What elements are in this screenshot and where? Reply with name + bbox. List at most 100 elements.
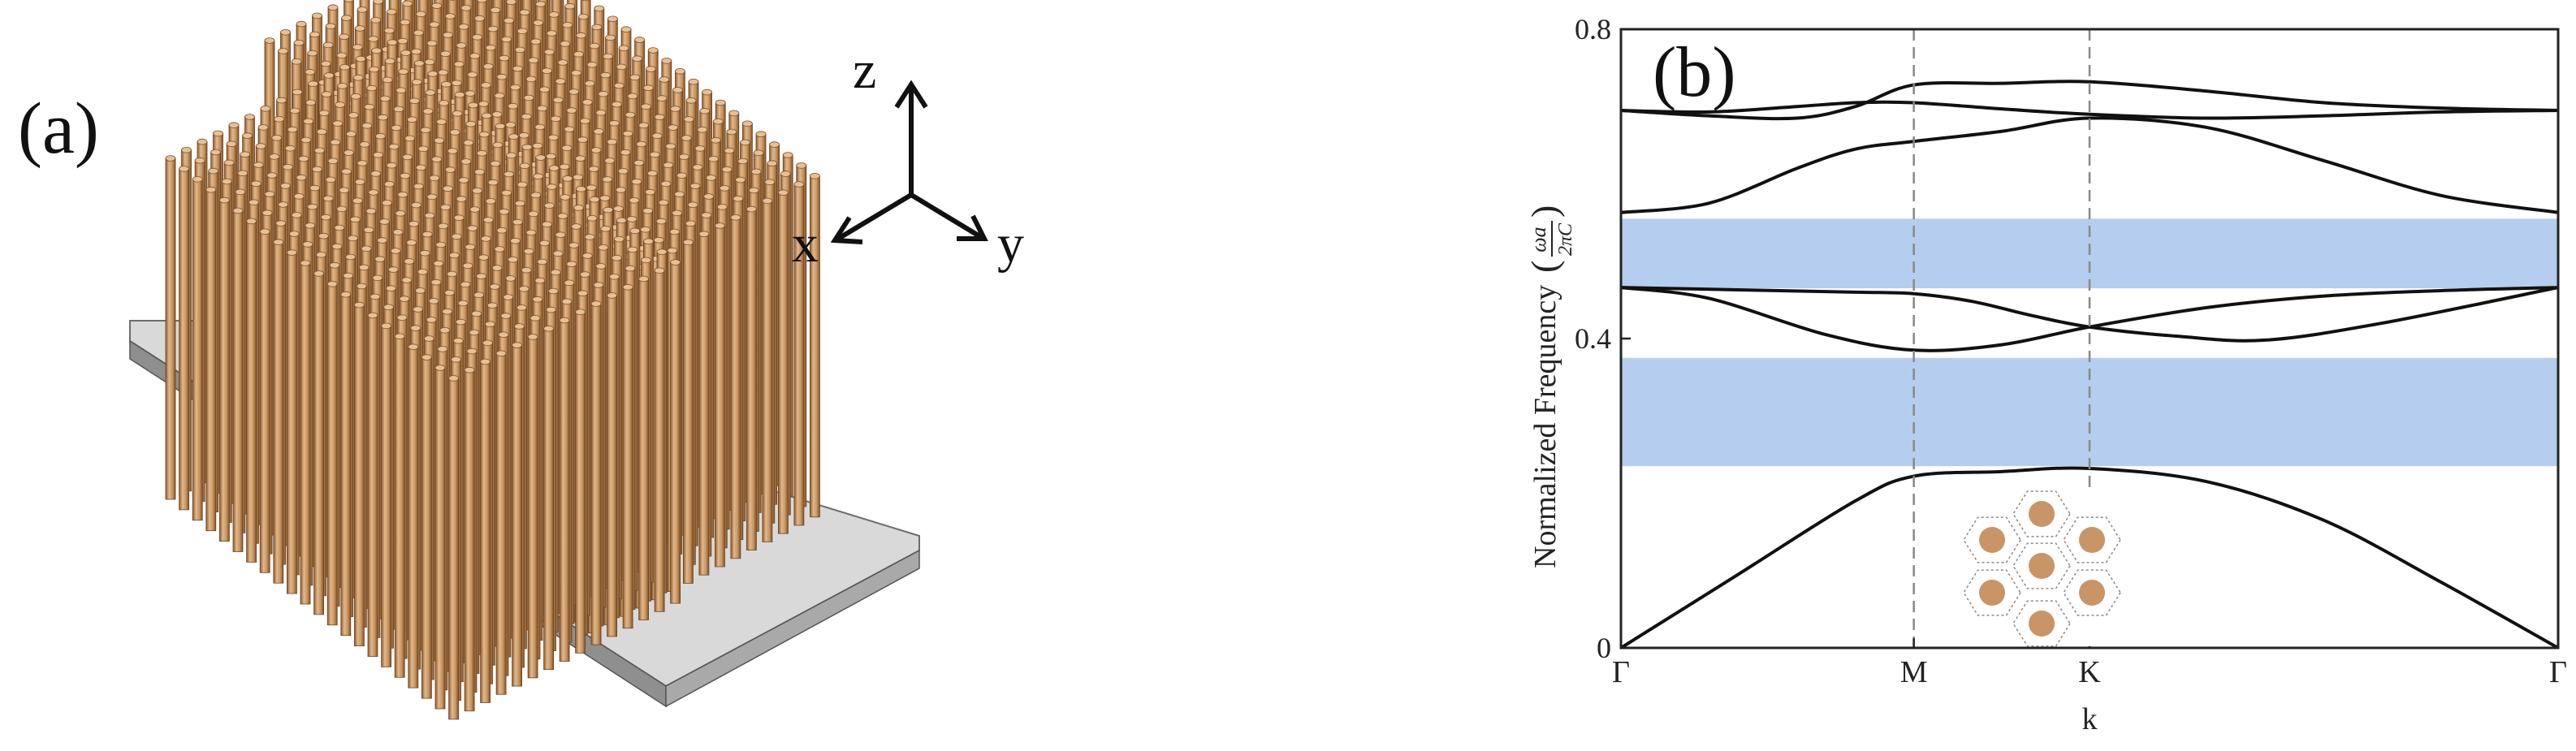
pillar-top [244, 114, 255, 120]
pillar-top [612, 254, 622, 261]
pillar-top [534, 123, 546, 131]
pillar-top [354, 25, 365, 32]
pillar-top [613, 82, 625, 89]
pillar-top [417, 268, 428, 275]
pillar-top [552, 250, 564, 257]
pillar-top [495, 350, 507, 357]
pillar-top [533, 173, 544, 180]
pillar-top [444, 289, 455, 296]
pillar-top [793, 181, 805, 188]
pillar-top [400, 172, 411, 179]
pillar-top [300, 136, 312, 144]
pillar [495, 352, 507, 695]
pillar-top [663, 162, 674, 169]
pillar-top [735, 176, 746, 183]
pillar-top [519, 162, 530, 170]
pillar-top [512, 342, 522, 348]
pillar-top [453, 61, 465, 67]
pillar-top [510, 237, 521, 244]
pillar-top [485, 44, 496, 51]
y-axis-label-prefix: Normalized Frequency [1528, 285, 1562, 568]
pillar-top [609, 273, 620, 280]
pillar-top [622, 283, 633, 291]
pillar-top [460, 281, 471, 288]
pillar-top [413, 29, 424, 37]
pillar [762, 200, 773, 542]
pillar-top [764, 179, 776, 186]
pillar-top [340, 291, 352, 298]
band-curve [1621, 116, 2558, 214]
pillar-top [616, 217, 627, 224]
pillar-top [533, 19, 544, 26]
pillar [367, 315, 378, 657]
symmetry-point-lines [1913, 29, 2091, 648]
inset-rod-circle [1979, 580, 2005, 606]
pillar-top [589, 196, 600, 203]
pillar-top [361, 245, 372, 252]
pillar-top [458, 24, 469, 30]
pillar [434, 367, 446, 710]
pillar-top [561, 298, 573, 305]
pillar-top [638, 122, 649, 129]
pillar-top [408, 220, 420, 227]
axis-label-y: y [997, 214, 1024, 274]
pillar-top [296, 20, 307, 28]
pillar-top [712, 118, 724, 125]
pillar-top [296, 174, 307, 181]
pillar-top [733, 195, 744, 202]
pillar-top [305, 222, 316, 229]
y-ticks: 00.40.8 [1575, 13, 1631, 664]
pillar-top [575, 309, 586, 316]
pillar-top [438, 69, 449, 76]
pillar-top [598, 90, 609, 97]
x-tick-label: K [2078, 655, 2101, 689]
pillar-top [337, 83, 348, 89]
pillar-top [598, 244, 609, 251]
pillar-top [440, 204, 451, 211]
pillar-top [447, 270, 457, 278]
pillar [480, 361, 491, 703]
pillar-top [454, 91, 465, 98]
pillar-top [506, 152, 516, 159]
pillar-top [645, 66, 656, 72]
pillar-top [539, 240, 550, 247]
pillar-top [357, 160, 368, 166]
pillar-top [379, 95, 391, 102]
pillar-top [466, 347, 478, 355]
pillar-top [422, 108, 434, 114]
pillar-top [439, 326, 451, 334]
pillar-top [591, 24, 603, 31]
pillar-top [595, 263, 607, 270]
pillar-top [504, 17, 514, 24]
pillar-top [396, 314, 408, 322]
pillar-top [425, 89, 436, 96]
pillar-top [399, 296, 410, 302]
pillar-top [341, 168, 352, 175]
pillar-top [655, 218, 667, 225]
pillar-top [349, 216, 361, 223]
pillar-top [260, 106, 271, 112]
pillar-top [352, 44, 363, 50]
pillar-top [368, 189, 379, 196]
pillar-top [449, 129, 460, 136]
pillar-top [670, 259, 681, 265]
pillar-top [413, 306, 423, 313]
pillar-top [391, 124, 402, 132]
pillar-top [699, 107, 711, 114]
band-curve [1621, 286, 2558, 352]
pillar-top [452, 110, 463, 117]
pillar-top [387, 39, 398, 45]
pillar-top [330, 139, 341, 146]
inset-rod-circle [2079, 580, 2105, 606]
pillar-top [327, 158, 339, 165]
pillar-top [370, 16, 382, 24]
pillar-top [616, 187, 626, 193]
pillar-top [464, 366, 475, 373]
pillar-top [496, 73, 508, 80]
pillar-top [485, 198, 496, 205]
axis-label-z: z [853, 41, 876, 100]
pillar [218, 200, 230, 542]
pillar-top [372, 274, 383, 282]
pillar-top [521, 144, 533, 151]
pillar-top [778, 189, 789, 196]
